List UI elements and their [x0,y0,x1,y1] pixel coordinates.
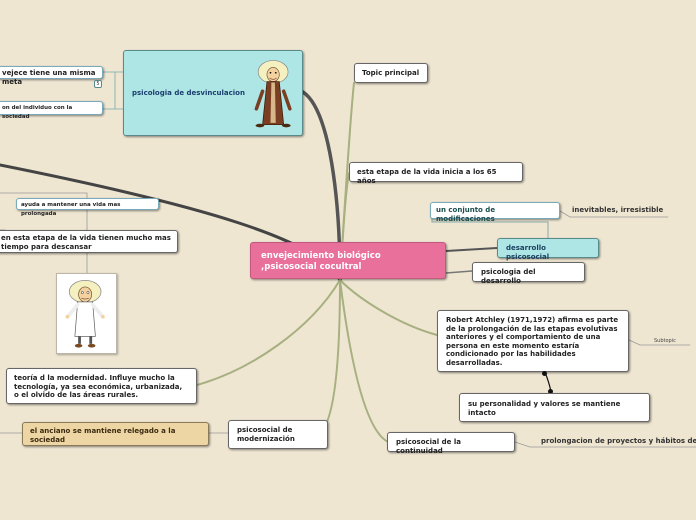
scientist-image-frame [56,273,117,354]
personalidad-connector-dot [548,389,553,394]
old-man-scientist-icon [65,280,105,348]
etapa-node[interactable]: esta etapa de la vida inicia a los 65 añ… [349,162,523,185]
old-man-robe-icon [254,60,292,128]
vejez-meta-node[interactable]: vejece tiene una misma meta [0,66,103,86]
link-subtopic [628,339,691,346]
psicologia-desarrollo-node[interactable]: psicologia del desarrollo [472,262,585,285]
count-badge[interactable]: 5 [94,80,102,88]
individuo-node[interactable]: on del individuo con la sociedad [0,101,103,120]
psicologia-desarrollo-label: psicologia del desarrollo [481,268,536,285]
conjunto-label: un conjunto de modificaciones [436,206,496,223]
anciano-label: el anciano se mantiene relegado a la soc… [30,427,176,444]
central-node[interactable]: envejecimiento biológico ,psicosocial co… [250,242,446,279]
subtopic-label[interactable]: Subtopic [654,338,676,344]
modernizacion-label: psicosocial de modernización [237,426,295,443]
ayuda-label: ayuda a mantener una vida mas prolongada [21,202,121,217]
continuidad-node[interactable]: psicosocial de la continuidad [387,432,515,455]
conjunto-node[interactable]: un conjunto de modificaciones [430,202,560,223]
desvinculacion-label: psicologia de desvinculacion [132,89,245,97]
etapa-tiempo-node[interactable]: en esta etapa de la vida tienen mucho ma… [0,230,178,253]
etapa-label: esta etapa de la vida inicia a los 65 añ… [357,168,497,185]
topic-principal-node[interactable]: Topic principal [354,63,428,83]
inevitables-label[interactable]: inevitables, irresistible [572,206,664,214]
atchley-label: Robert Atchley (1971,1972) afirma es par… [446,316,619,367]
topic-principal-label: Topic principal [362,69,420,77]
continuidad-label: psicosocial de la continuidad [396,438,461,455]
desarrollo-psicosocial-label: desarrollo psicosocial [506,244,550,261]
personalidad-label: su personalidad y valores se mantiene in… [468,400,621,417]
link-ayuda [0,192,88,274]
central-label: envejecimiento biológico ,psicosocial co… [261,251,381,272]
link-atchley [339,279,438,336]
link-inevitables [559,210,669,218]
prolongacion-label[interactable]: prolongacion de proyectos y hábitos de [541,437,696,445]
teoria-node[interactable]: teoría d la modernidad. Influye mucho la… [6,368,197,404]
link-prolongacion [514,441,696,448]
teoria-label: teoría d la modernidad. Influye mucho la… [14,374,183,399]
link-teoria [196,279,341,386]
atchley-node[interactable]: Robert Atchley (1971,1972) afirma es par… [437,310,629,372]
modernizacion-node[interactable]: psicosocial de modernización [228,420,328,449]
personalidad-node[interactable]: su personalidad y valores se mantiene in… [459,393,650,422]
link-continuidad [339,279,389,443]
desarrollo-psicosocial-node[interactable]: desarrollo psicosocial [497,238,599,261]
atchley-connector-dot [542,371,547,376]
anciano-node[interactable]: el anciano se mantiene relegado a la soc… [22,422,209,446]
link-psicologia-desarrollo [445,270,473,274]
ayuda-node[interactable]: ayuda a mantener una vida mas prolongada [16,198,159,217]
vejez-meta-label: vejece tiene una misma meta [2,69,96,86]
etapa-tiempo-label: en esta etapa de la vida tienen mucho ma… [1,234,171,251]
individuo-label: on del individuo con la sociedad [2,105,73,120]
link-desarrollo-psicosocial [445,247,498,252]
